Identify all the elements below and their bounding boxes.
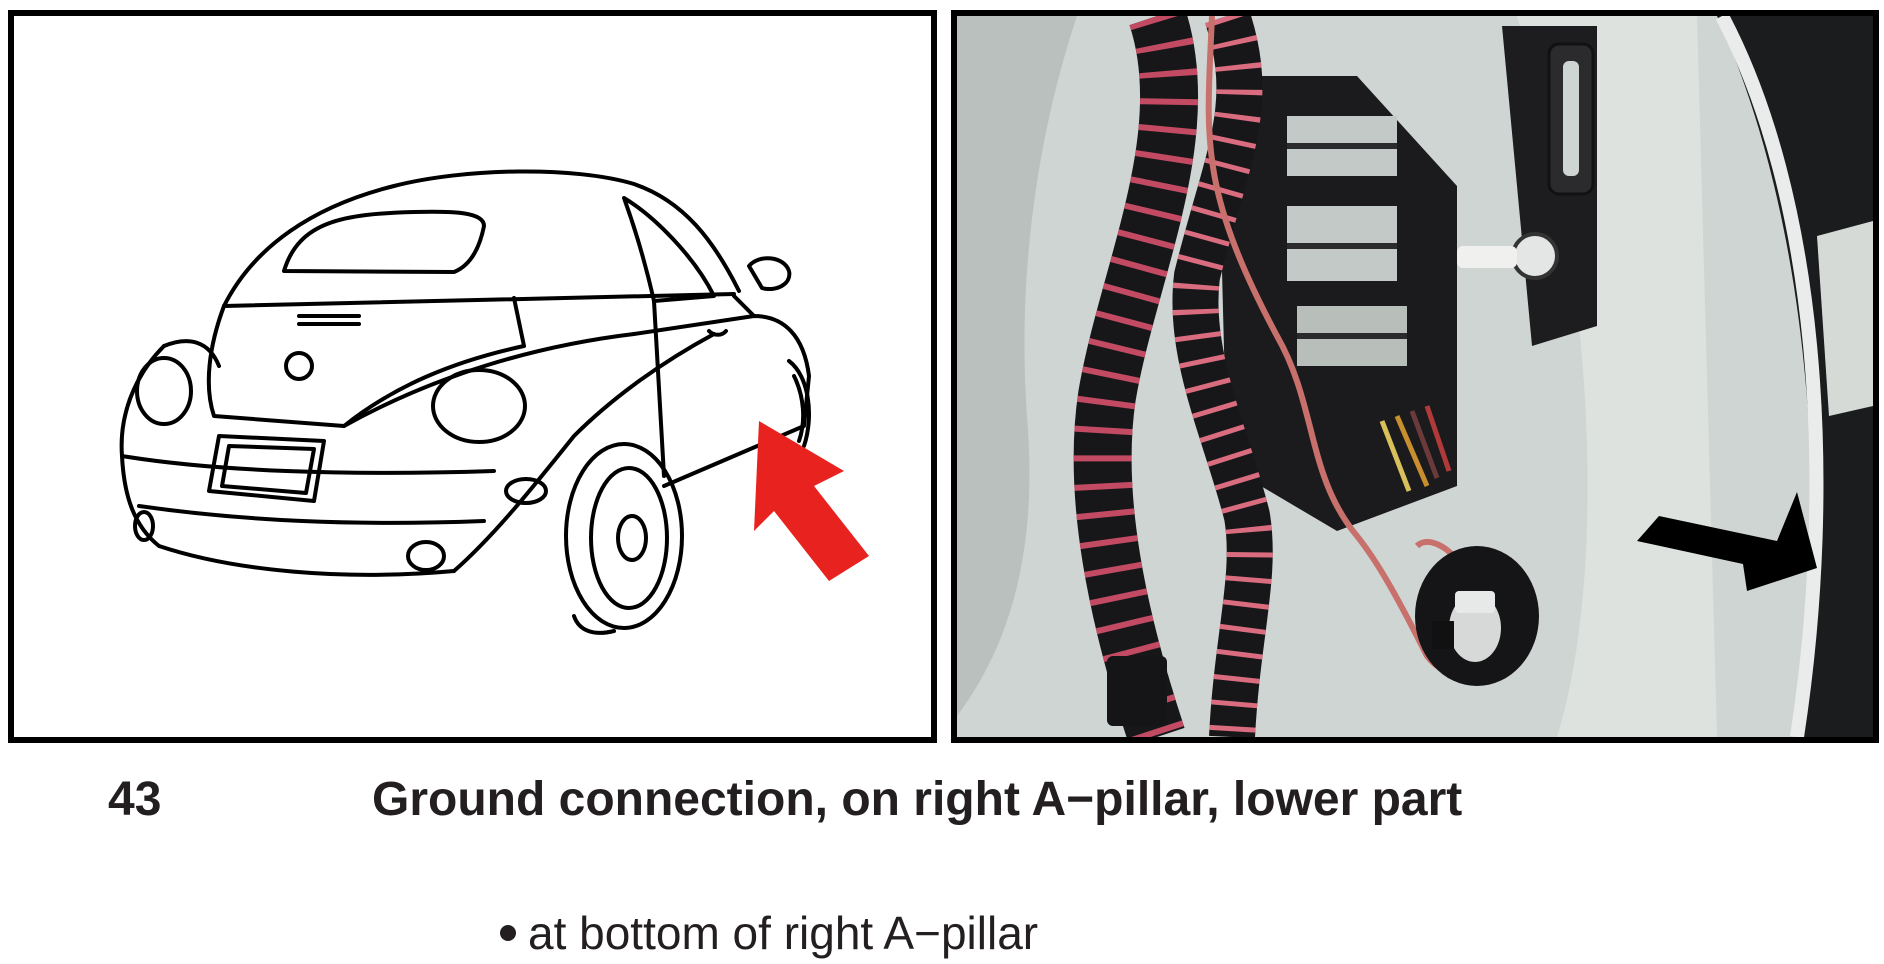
location-note: at bottom of right A−pillar [500,906,1038,960]
car-location-illustration [8,10,937,743]
location-arrow-icon [754,421,869,581]
car-line-drawing [119,169,869,635]
ground-point-arrow-icon [1637,492,1817,591]
bullet-icon [500,924,516,941]
location-note-text: at bottom of right A−pillar [528,907,1039,959]
ground-connection-photo [951,10,1879,743]
wiring-photo [957,16,1873,737]
figure-title: Ground connection, on right A−pillar, lo… [372,773,1463,826]
figure-number: 43 [108,773,162,826]
